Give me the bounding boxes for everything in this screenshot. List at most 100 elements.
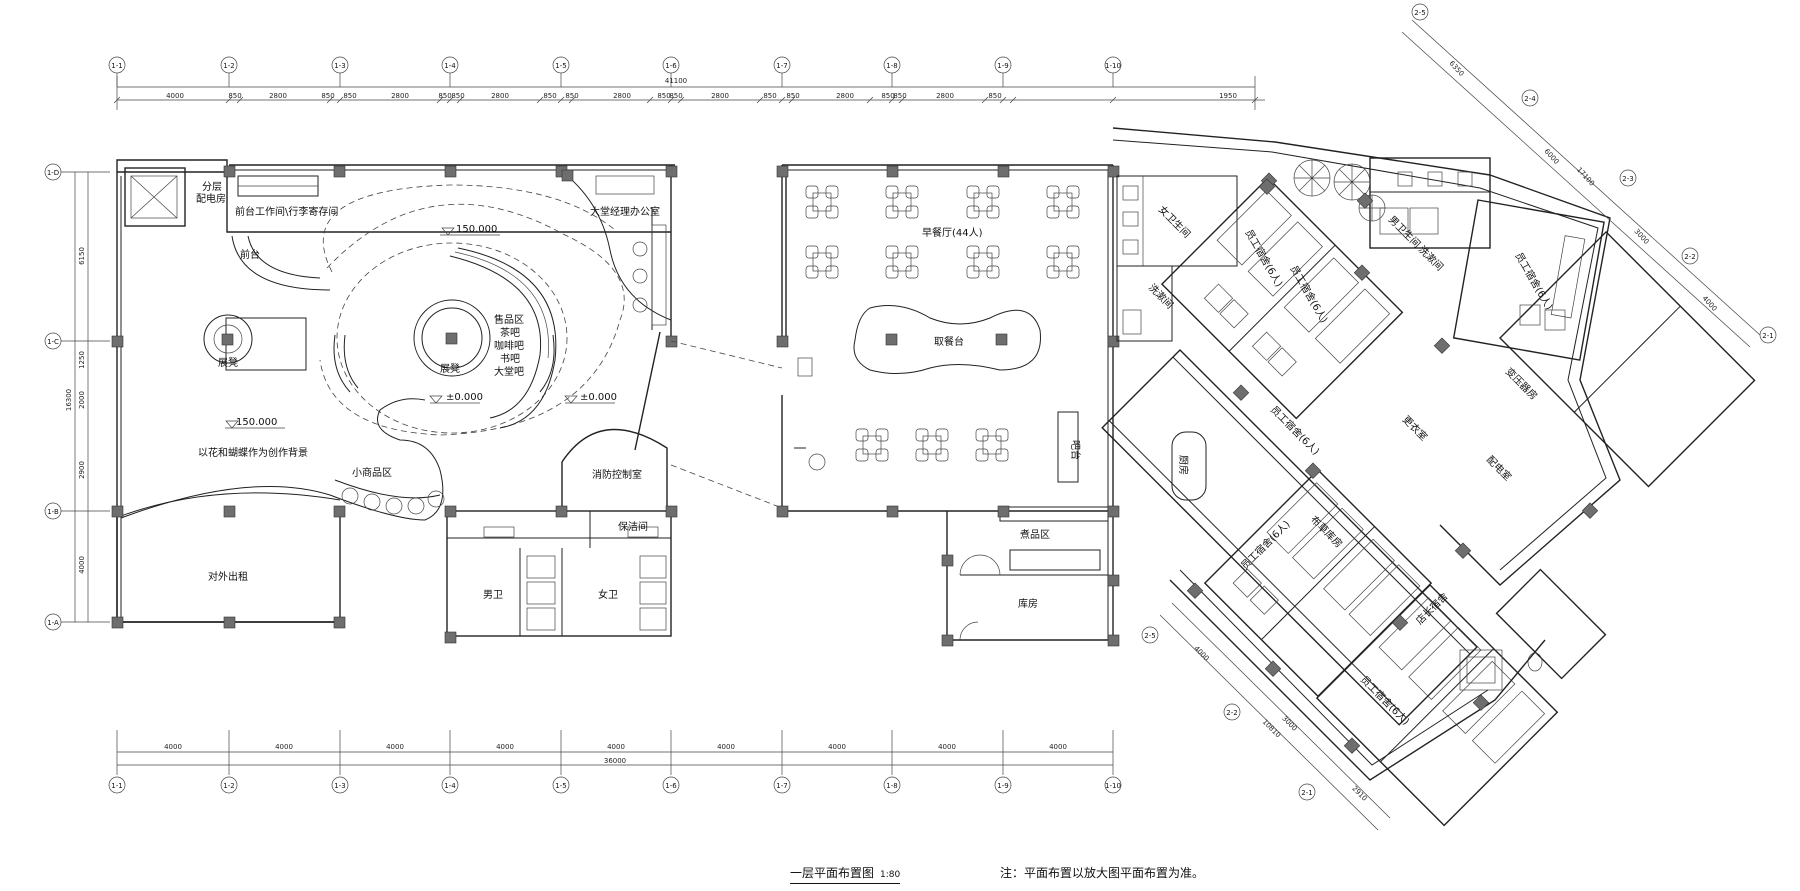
dim-bottom-right: 2910: [1350, 784, 1368, 802]
toilet-stalls: [526, 555, 667, 631]
axis-label: 2-1: [1762, 332, 1773, 340]
dim-top-seg: 1950: [1219, 92, 1237, 100]
axis-label: 1-10: [1105, 782, 1121, 790]
dim-top-seg: 2800: [613, 92, 631, 100]
dim-right-seg: 6350: [1448, 59, 1466, 78]
dim-left-seg: 1250: [78, 351, 86, 369]
axis-label: 1-10: [1105, 62, 1121, 70]
axis-label: 2-2: [1684, 253, 1695, 261]
room-label: 更衣室: [1400, 413, 1430, 443]
axis-label: 1-1: [111, 62, 122, 70]
dining-table-set: [966, 245, 1000, 279]
axis-label: 1-4: [444, 62, 456, 70]
axis-label: 1-5: [555, 62, 566, 70]
axis-label: 1-3: [334, 782, 345, 790]
dining-table-set: [1046, 245, 1080, 279]
drawing-note: 注：平面布置以放大图平面布置为准。: [1000, 866, 1205, 880]
lobby-columns: [111, 165, 678, 644]
dim-top-seg: 850: [657, 92, 670, 100]
dim-right-overall: 17100: [1575, 166, 1596, 188]
dining-table-set: [885, 185, 919, 219]
left-dimension-chain: 16300 6150 1250 2000 2900 4000: [65, 172, 89, 622]
dim-bottom-overall: 36000: [604, 757, 626, 765]
dining-table-set: [975, 428, 1009, 462]
drawing-scale: 1:80: [880, 870, 901, 880]
axis-label: 1-6: [665, 782, 677, 790]
dim-top-seg: 850: [881, 92, 894, 100]
axis-label: 1-8: [886, 62, 897, 70]
axis-label: 2-4: [1524, 95, 1536, 103]
drawing-title-text: 一层平面布置图: [790, 866, 875, 880]
elevation-label: ±0.000: [446, 392, 483, 403]
dining-tables: [805, 185, 1080, 462]
room-label: 前台: [240, 248, 260, 261]
dim-left-seg: 2900: [78, 461, 86, 479]
breakfast-block: [781, 164, 1114, 641]
room-label: 书吧: [500, 353, 520, 365]
room-label: 以花和蝴蝶作为创作背景: [198, 446, 308, 459]
dim-top-seg: 2800: [711, 92, 729, 100]
room-label: 展凳: [440, 363, 460, 375]
dining-table-set: [1046, 185, 1080, 219]
dim-top-seg: 850: [321, 92, 334, 100]
elevation-label: ±0.000: [580, 392, 617, 403]
dining-table-set: [915, 428, 949, 462]
dim-top-seg: 850: [438, 92, 451, 100]
axis-label: 1-6: [665, 62, 677, 70]
dim-top-seg: 4000: [166, 92, 184, 100]
room-label: 配电房: [196, 192, 226, 205]
top-axis-bubbles: 1-1 1-2 1-3 1-4 1-5 1-6 1-7 1-8 1-9 1-10: [108, 56, 1122, 87]
dim-left-seg: 4000: [78, 556, 86, 574]
dining-table-set: [855, 428, 889, 462]
axis-label: 1-1: [111, 782, 122, 790]
axis-label: 1-C: [47, 338, 59, 346]
elevation-marks: 150.000 150.000 ±0.000 ±0.000: [225, 224, 617, 429]
breakfast-columns: [776, 165, 1120, 647]
dim-top-seg: 850: [343, 92, 356, 100]
dim-bottom-seg: 4000: [164, 743, 182, 751]
dim-top-seg: 850: [763, 92, 776, 100]
room-label: 员工宿舍(6人): [1238, 517, 1293, 572]
dim-bottom-seg: 4000: [386, 743, 404, 751]
room-label: 变压器房: [1503, 365, 1540, 402]
room-label: 员工宿舍(6人): [1268, 403, 1323, 458]
axis-label: 1-7: [776, 62, 787, 70]
dim-top-seg: 2800: [269, 92, 287, 100]
dining-table-set: [885, 245, 919, 279]
dim-top-seg: 850: [786, 92, 799, 100]
room-label: 茶吧: [500, 326, 520, 339]
axis-label: 1-2: [223, 782, 234, 790]
dining-table-set: [805, 245, 839, 279]
dim-bottom-seg: 4000: [938, 743, 956, 751]
room-label: 员工宿舍(6人): [1512, 250, 1555, 312]
dim-bottom-right: 3000: [1280, 714, 1298, 732]
dim-bottom-seg: 4000: [275, 743, 293, 751]
axis-label: 1-A: [47, 619, 59, 627]
axis-label: 1-5: [555, 782, 566, 790]
dim-top-seg: 2800: [391, 92, 409, 100]
room-label: 售品区: [494, 313, 524, 326]
connection-dashed: [670, 340, 783, 369]
dim-top-seg: 850: [893, 92, 906, 100]
dim-bottom-right: 4000: [1192, 644, 1210, 662]
room-label: 吧台: [1069, 440, 1082, 460]
dim-top-seg: 850: [228, 92, 241, 100]
axis-label: 1-7: [776, 782, 787, 790]
dim-left-seg: 6150: [78, 247, 86, 265]
room-label: 男卫生间: [1386, 213, 1423, 250]
elevation-label: 150.000: [236, 417, 277, 428]
dim-bottom-seg: 4000: [828, 743, 846, 751]
dim-right-seg: 6000: [1543, 147, 1561, 166]
room-label: 消防控制室: [592, 468, 642, 481]
dim-top-seg: 2800: [491, 92, 509, 100]
room-label: 早餐厅(44人): [922, 226, 983, 239]
axis-label: 1-4: [444, 782, 456, 790]
bottom-dimension-chain: 4000 4000 4000 4000 4000 4000 4000 4000 …: [117, 743, 1113, 766]
room-label: 取餐台: [934, 335, 964, 348]
axis-label: 1-9: [997, 62, 1008, 70]
axis-label: 2-5: [1144, 632, 1155, 640]
room-label: 员工宿舍(6人): [1287, 263, 1330, 325]
room-label: 展凳: [218, 357, 238, 369]
axis-label: 1-2: [223, 62, 234, 70]
